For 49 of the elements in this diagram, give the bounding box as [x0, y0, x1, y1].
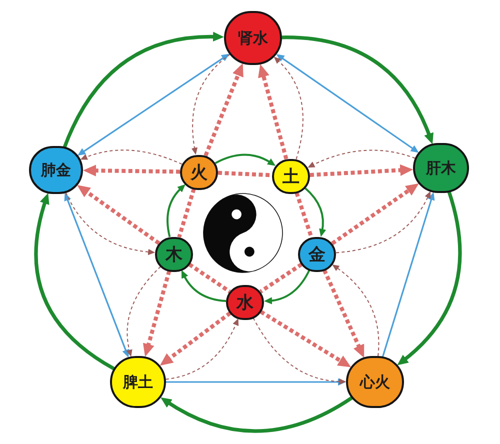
element-label: 肝木	[426, 160, 456, 176]
dashed-curved-arrow	[126, 266, 162, 357]
double-arrow	[276, 54, 419, 153]
element-label: 火	[190, 164, 208, 180]
dotted-arrow	[260, 310, 352, 368]
dashed-curved-arrow	[165, 318, 238, 380]
element-label: 心火	[360, 374, 390, 390]
curved-arrow	[160, 396, 353, 433]
curved-arrow	[397, 191, 462, 366]
dashed-curved-arrow	[65, 192, 156, 255]
curved-arrow	[166, 184, 186, 238]
dashed-curved-arrow	[252, 317, 346, 385]
arrow	[166, 378, 346, 386]
dotted-arrow	[77, 184, 160, 245]
element-label: 水	[236, 294, 254, 310]
element-label: 肺金	[41, 162, 71, 178]
dotted-arrow	[160, 311, 232, 366]
dotted-line	[188, 262, 231, 294]
dashed-curved-arrow	[274, 56, 304, 160]
dotted-arrow	[310, 164, 414, 177]
dotted-arrow	[322, 269, 364, 358]
dotted-arrow	[258, 64, 288, 160]
arrow	[382, 192, 435, 358]
double-arrow	[64, 192, 129, 358]
dotted-line	[259, 262, 303, 294]
dotted-arrow	[331, 183, 419, 246]
element-label: 土	[282, 168, 300, 184]
curved-arrow	[214, 154, 276, 166]
double-arrow	[78, 54, 230, 156]
element-label: 金	[308, 246, 326, 262]
curved-arrow	[304, 187, 326, 237]
element-label: 脾土	[123, 374, 153, 390]
curved-arrow	[34, 192, 115, 370]
dotted-line	[177, 188, 196, 238]
curved-arrow	[264, 270, 310, 304]
dashed-curved-arrow	[80, 150, 182, 165]
dotted-line	[294, 192, 314, 238]
curved-arrow	[181, 270, 226, 302]
curved-arrow	[62, 32, 224, 148]
dashed-curved-arrow	[336, 191, 431, 254]
dashed-curved-arrow	[191, 54, 230, 155]
element-label: 肾水	[238, 30, 268, 46]
dotted-arrow	[83, 164, 180, 176]
element-label: 木	[166, 246, 182, 262]
curved-arrow	[282, 36, 434, 144]
dashed-curved-arrow	[332, 264, 380, 357]
dotted-line	[218, 170, 272, 178]
dotted-arrow	[204, 63, 244, 156]
dotted-arrow	[142, 270, 172, 357]
